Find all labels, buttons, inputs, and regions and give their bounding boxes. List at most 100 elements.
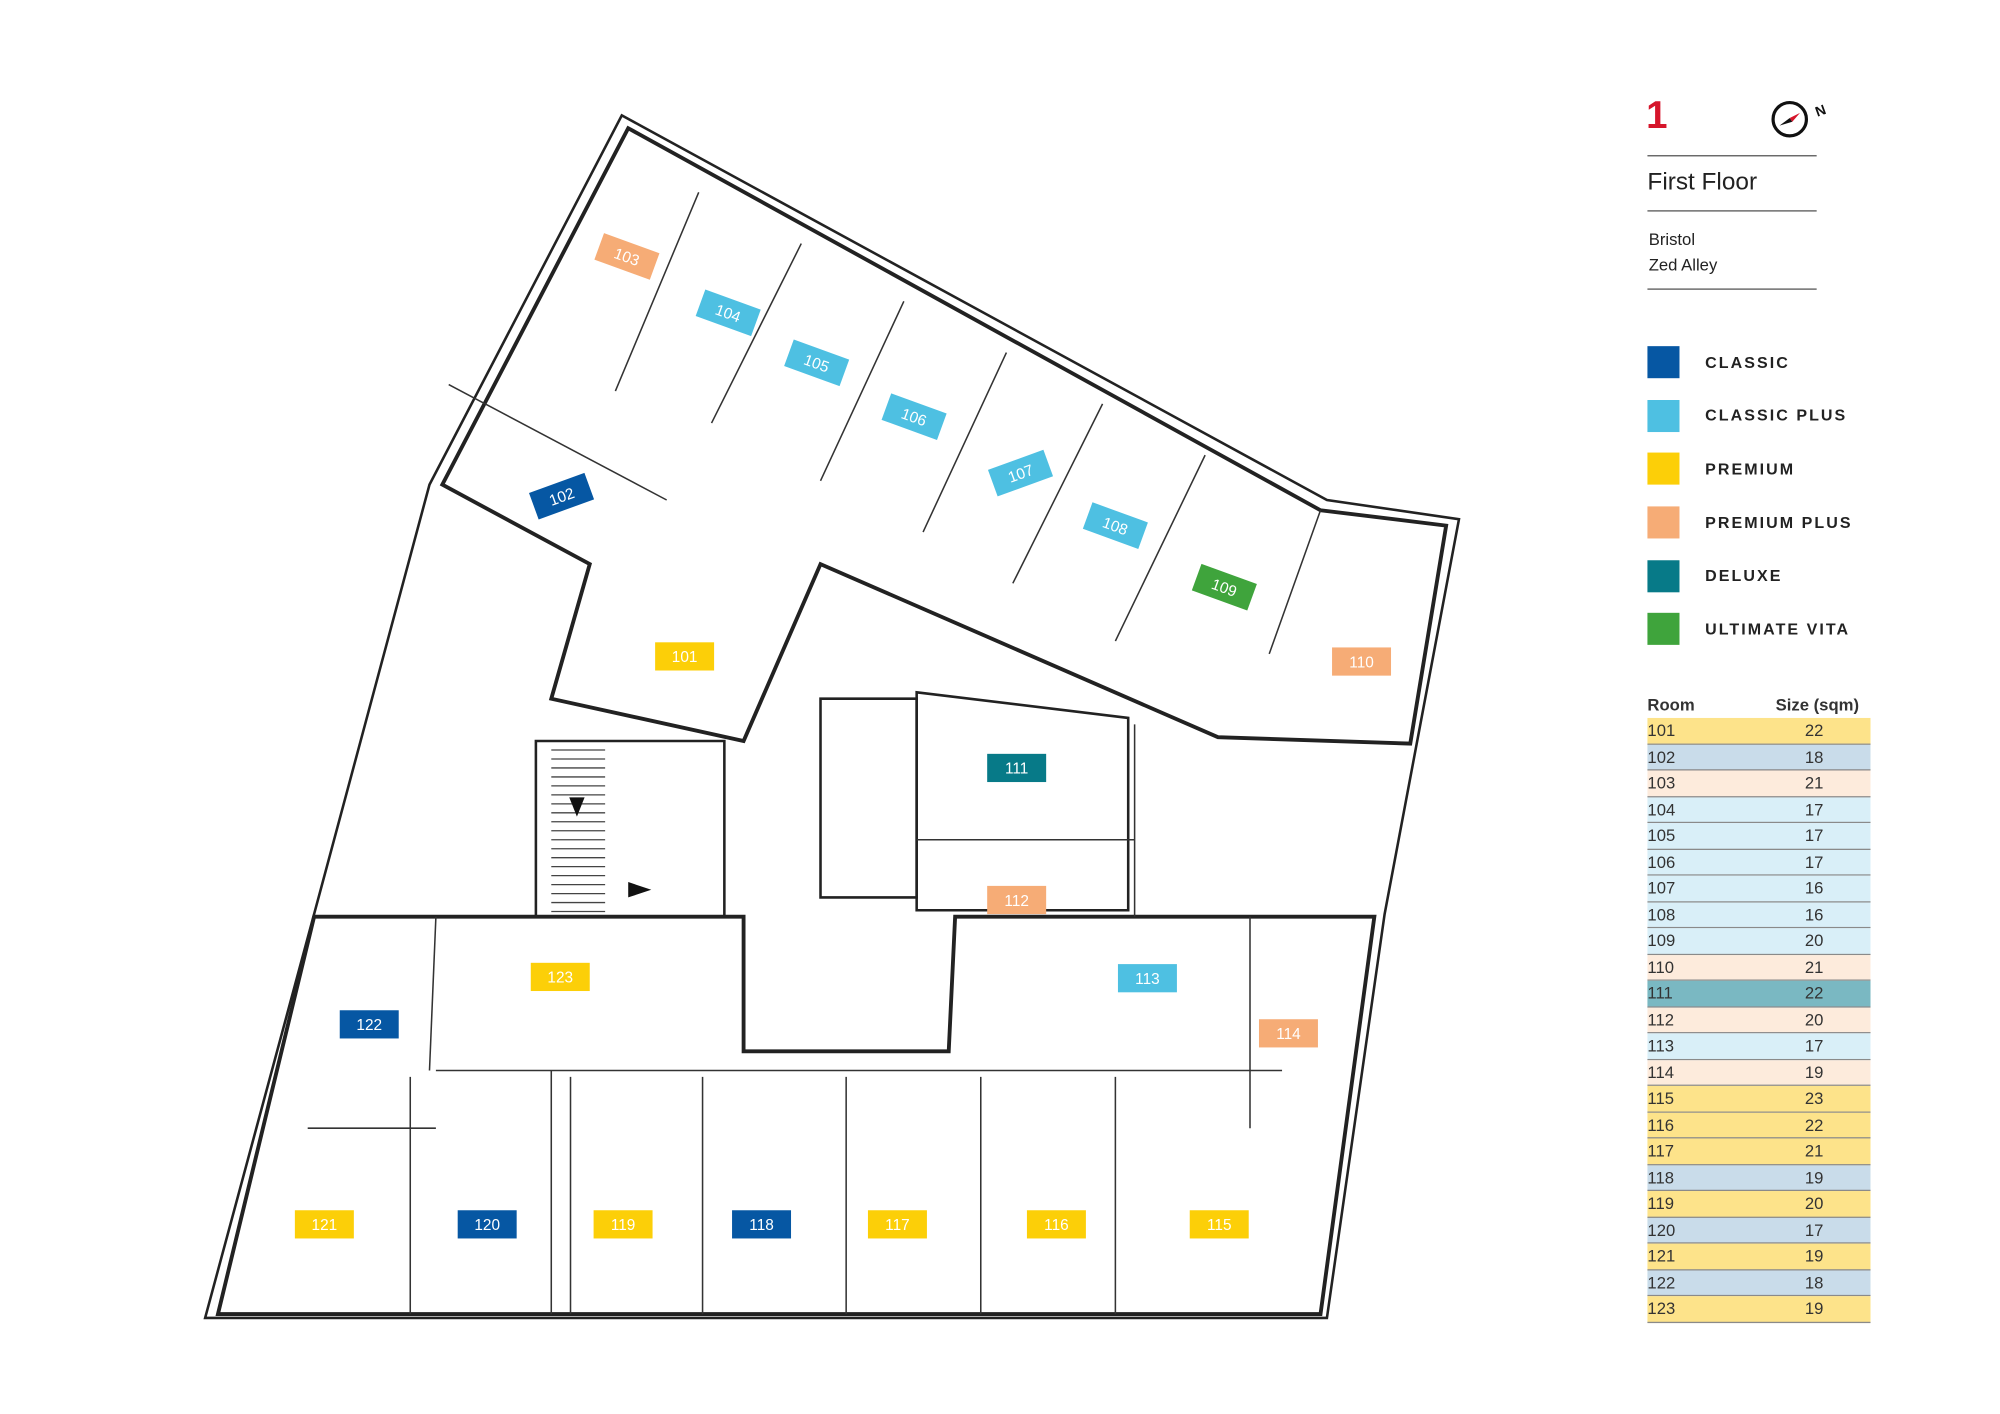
room-110[interactable]: 110 xyxy=(1332,647,1392,676)
wall xyxy=(448,383,668,501)
room-number: 112 xyxy=(1004,893,1029,910)
room-120[interactable]: 120 xyxy=(457,1210,517,1239)
room-label-background xyxy=(339,1010,399,1039)
room-label-background xyxy=(1082,502,1148,549)
wall xyxy=(819,300,905,482)
room-size-cell: 17 xyxy=(1804,825,1824,846)
room-number-cell: 122 xyxy=(1647,1272,1676,1292)
address-city: Bristol xyxy=(1648,229,1696,249)
table-row: 111 22 xyxy=(1647,980,1871,1008)
room-number-cell: 119 xyxy=(1647,1193,1675,1214)
room-112[interactable]: 112 xyxy=(987,885,1047,915)
compass-label: N xyxy=(1813,101,1828,120)
room-118[interactable]: 118 xyxy=(732,1210,792,1239)
divider xyxy=(1647,210,1817,212)
room-size-cell: 22 xyxy=(1804,720,1824,741)
room-number-cell: 106 xyxy=(1647,852,1676,872)
table-header: Room Size (sqm) xyxy=(1647,690,1870,718)
room-number-cell: 107 xyxy=(1647,878,1676,898)
room-121[interactable]: 121 xyxy=(294,1210,354,1239)
room-number-cell: 114 xyxy=(1647,1062,1675,1082)
room-115[interactable]: 115 xyxy=(1189,1210,1249,1239)
room-label-background xyxy=(695,289,761,337)
room-111[interactable]: 111 xyxy=(987,753,1047,783)
legend-swatch xyxy=(1647,399,1680,432)
room-label-background xyxy=(987,449,1054,497)
legend-label: CLASSIC PLUS xyxy=(1705,406,1848,425)
room-size-cell: 21 xyxy=(1804,1141,1824,1161)
room-label-background xyxy=(867,1210,927,1239)
room-size-cell: 18 xyxy=(1804,747,1824,767)
room-size-cell: 22 xyxy=(1804,983,1824,1003)
room-122[interactable]: 122 xyxy=(339,1010,399,1039)
room-label-background xyxy=(1026,1210,1086,1239)
room-119[interactable]: 119 xyxy=(593,1210,653,1239)
legend-item: CLASSIC xyxy=(1647,336,1852,389)
address-street: Zed Alley xyxy=(1648,255,1718,275)
room-number-cell: 108 xyxy=(1647,904,1676,925)
room-114[interactable]: 114 xyxy=(1258,1019,1318,1048)
legend-swatch xyxy=(1647,346,1680,379)
room-label-background xyxy=(529,472,595,520)
room-number-cell: 105 xyxy=(1647,825,1676,846)
room-number: 121 xyxy=(312,1217,338,1234)
room-106[interactable]: 106 xyxy=(881,393,947,441)
room-number-cell: 111 xyxy=(1647,983,1673,1003)
room-104[interactable]: 104 xyxy=(695,289,761,337)
legend-item: PREMIUM xyxy=(1647,443,1852,496)
room-number-cell: 103 xyxy=(1647,773,1676,793)
room-label-background xyxy=(594,233,660,280)
room-size-cell: 18 xyxy=(1804,1272,1824,1292)
table-row: 105 17 xyxy=(1647,823,1871,850)
room-number: 120 xyxy=(474,1217,500,1234)
room-size-cell: 20 xyxy=(1804,931,1824,951)
room-103[interactable]: 103 xyxy=(594,233,660,280)
room-label-background xyxy=(655,642,715,671)
room-101[interactable]: 101 xyxy=(655,642,715,671)
room-label-background xyxy=(294,1210,354,1239)
room-label-background xyxy=(987,885,1047,915)
room-size-cell: 17 xyxy=(1804,1036,1824,1056)
room-117[interactable]: 117 xyxy=(867,1210,927,1239)
legend-swatch xyxy=(1647,506,1680,539)
room-105[interactable]: 105 xyxy=(784,339,850,387)
room-number: 101 xyxy=(672,649,698,666)
legend-swatch xyxy=(1647,613,1680,646)
room-label-background xyxy=(987,753,1047,783)
room-113[interactable]: 113 xyxy=(1117,964,1177,993)
room-number-cell: 118 xyxy=(1647,1167,1675,1187)
building-outline xyxy=(203,113,1461,1320)
wall xyxy=(1268,509,1322,655)
room-108[interactable]: 108 xyxy=(1082,502,1148,549)
room-label-background xyxy=(1332,647,1392,676)
room-107[interactable]: 107 xyxy=(987,449,1054,497)
room-number-cell: 115 xyxy=(1647,1088,1675,1109)
room-123[interactable]: 123 xyxy=(530,962,590,992)
room-number-cell: 109 xyxy=(1647,931,1676,951)
wall xyxy=(710,243,802,424)
room-size-cell: 21 xyxy=(1804,773,1824,793)
room-number-cell: 123 xyxy=(1647,1299,1676,1319)
room-size-cell: 20 xyxy=(1804,1009,1824,1030)
stair-core xyxy=(534,739,726,918)
room-116[interactable]: 116 xyxy=(1026,1210,1086,1239)
room-109[interactable]: 109 xyxy=(1191,563,1257,611)
room-102[interactable]: 102 xyxy=(529,472,595,520)
room-size-cell: 16 xyxy=(1804,904,1824,925)
room-label-background xyxy=(530,962,590,992)
room-label-background xyxy=(1258,1019,1318,1048)
room-label-background xyxy=(1189,1210,1249,1239)
